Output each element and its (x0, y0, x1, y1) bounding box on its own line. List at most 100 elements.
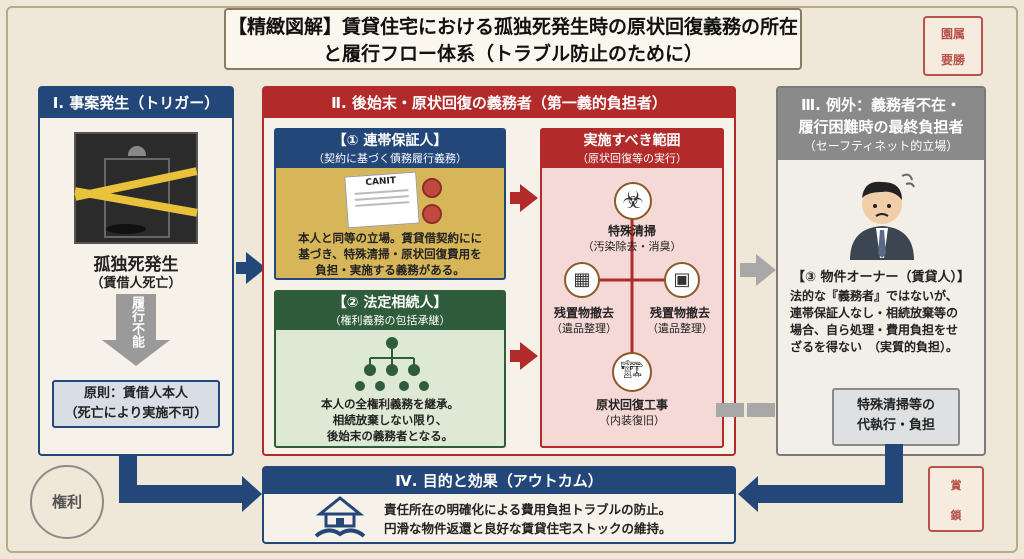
restoration-subtitle: （内装復旧） (599, 414, 665, 427)
arrow-heir-to-scope-head (520, 342, 538, 370)
owner-text-line: 連帯保証人なし・相続放棄等の (790, 306, 959, 320)
restoration-title: 原状回復工事 (595, 398, 668, 412)
principle-line-1: 原則：賃借人本人 (83, 386, 188, 401)
outcome-line-1: 責任所在の明確化による費用負担トラブルの防止。 (384, 502, 672, 517)
panel-exception-header: Ⅲ. 例外：義務者不在・ 履行困難時の最終負担者 （セーフティネット的立場） (778, 88, 984, 160)
exec-line-2: 代執行・負担 (856, 418, 935, 433)
seal-stamp-icon (422, 178, 442, 198)
owner-text-line: 法的な『義務者』ではないが、 (790, 289, 958, 303)
removal-left-subtitle: （遺品整理） (551, 322, 617, 335)
guarantor-text-line: 負担・実施する義務がある。 (315, 263, 465, 277)
page-border (6, 6, 1018, 553)
guarantor-text-line: 基づき、特殊清掃・原状回復費用を (298, 247, 482, 261)
cleaning-title: 特殊清掃 (607, 224, 656, 238)
heir-text-line: 本人の全権利義務を継承。 (321, 397, 459, 411)
owner-title: 【③ 物件オーナー（賃貸人）】 (791, 270, 971, 285)
impossible-label: 履行不能 (129, 296, 144, 348)
arrow-guarantor-to-scope (510, 192, 522, 204)
cleaning-label: 特殊清掃 （汚染除去・消臭） (572, 224, 692, 254)
removal-right-label: 残置物撤去 （遺品整理） (638, 306, 722, 336)
seal-stamp-icon (422, 204, 442, 224)
seal-char: 属 (953, 27, 966, 41)
silhouette-icon (106, 224, 146, 234)
guarantor-header: 【① 連帯保証人】 （契約に基づく債務履行義務） (276, 130, 504, 168)
contract-document-icon: CANIT (344, 171, 420, 229)
biohazard-icon: ☣ (614, 182, 652, 220)
owner-person-icon (850, 173, 915, 260)
seal-top-right: 園属 要勝 (923, 16, 983, 76)
removal-right-subtitle: （遺品整理） (647, 322, 713, 335)
scope-card: 実施すべき範囲 （原状回復等の実行） ☣ 特殊清掃 （汚染除去・消臭） ▦ ▣ … (540, 128, 724, 448)
heir-title: 【② 法定相続人】 (332, 295, 448, 311)
seal-char: 要 (940, 53, 953, 67)
panel-obligors: Ⅱ. 後始末・原状回復の義務者（第一義的負担者） 【① 連帯保証人】 （契約に基… (262, 86, 736, 456)
seal-char: 賞 (950, 479, 962, 492)
panel-trigger: Ⅰ. 事案発生（トリガー） 孤独死発生 （賃借人死亡） 履行不能 原則：賃借人本… (38, 86, 234, 456)
exception-header-sub: （セーフティネット的立場） (803, 139, 959, 153)
seal-text: 権利 (51, 493, 82, 511)
crane-icon: 🏗 (612, 352, 652, 392)
arrow-to-panel3-head (756, 254, 776, 286)
house-handshake-icon (314, 496, 366, 538)
heir-text-line: 後始末の義務者となる。 (326, 429, 454, 443)
diagram-title: 【精緻図解】賃貸住宅における孤独死発生時の原状回復義務の所在 と履行フロー体系（… (224, 8, 802, 70)
arrow-exec-to-outcome (738, 444, 903, 512)
guarantor-subtitle: （契約に基づく債務履行義務） (313, 152, 467, 165)
seal-char: 園 (940, 27, 953, 41)
lamp-icon (128, 146, 146, 156)
arrow-to-panel2-body (236, 262, 248, 274)
contract-label: CANIT (365, 175, 397, 189)
owner-text-line: ざるを得ない （実質的負担）。 (790, 340, 959, 354)
heir-card: 【② 法定相続人】 （権利義務の包括承継） 本人の全権利義務を継承。 相続放棄し… (274, 290, 506, 448)
arrow-guarantor-to-scope-head (520, 184, 538, 212)
down-arrow-body (116, 294, 156, 342)
outcome-text: 責任所在の明確化による費用負担トラブルの防止。 円滑な物件返還と良好な賃貸住宅ス… (384, 500, 734, 538)
owner-text-line: 場合、自ら処理・費用負担をせ (790, 323, 959, 337)
heir-header: 【② 法定相続人】 （権利義務の包括承継） (276, 292, 504, 330)
panel-outcome-header: Ⅳ. 目的と効果（アウトカム） (264, 468, 734, 494)
scene-illustration (74, 132, 198, 244)
box-icon: ▣ (664, 262, 700, 298)
scope-header: 実施すべき範囲 （原状回復等の実行） (542, 130, 722, 168)
principle-box: 原則：賃借人本人 （死亡により実施不可） (52, 380, 220, 428)
down-arrow-head-icon (102, 340, 170, 366)
panel-obligors-header: Ⅱ. 後始末・原状回復の義務者（第一義的負担者） (264, 88, 734, 118)
heir-text: 本人の全権利義務を継承。 相続放棄しない限り、 後始末の義務者となる。 (276, 396, 504, 444)
seal-bottom-left: 権利 (30, 465, 104, 539)
scope-title: 実施すべき範囲 (583, 133, 681, 149)
title-line-1: 【精緻図解】賃貸住宅における孤独死発生時の原状回復義務の所在 (227, 16, 798, 38)
seal-char: 鎖 (950, 509, 962, 522)
seal-bottom-right: 賞 鎖 (928, 466, 984, 532)
outcome-line-2: 円滑な物件返還と良好な賃貸住宅ストックの維持。 (384, 521, 672, 536)
exec-line-1: 特殊清掃等の (856, 398, 935, 413)
event-subtitle: （賃借人死亡） (90, 276, 182, 291)
title-line-2: と履行フロー体系（トラブル防止のために） (322, 43, 703, 65)
cleaning-subtitle: （汚染除去・消臭） (582, 240, 682, 253)
removal-left-title: 残置物撤去 (553, 306, 614, 320)
removal-right-title: 残置物撤去 (649, 306, 710, 320)
seal-char: 勝 (953, 53, 966, 67)
panel-trigger-header: Ⅰ. 事案発生（トリガー） (40, 88, 232, 118)
exception-header-line-1: Ⅲ. 例外：義務者不在・ (800, 96, 962, 114)
heir-text-line: 相続放棄しない限り、 (332, 413, 448, 427)
guarantor-title: 【① 連帯保証人】 (332, 133, 448, 149)
guarantor-card: 【① 連帯保証人】 （契約に基づく債務履行義務） CANIT 本人と同等の立場。… (274, 128, 506, 280)
removal-left-label: 残置物撤去 （遺品整理） (542, 306, 626, 336)
arrow-to-panel3-body (740, 263, 756, 277)
owner-text: 法的な『義務者』ではないが、 連帯保証人なし・相続放棄等の 場合、自ら処理・費用… (790, 288, 978, 356)
event-title: 孤独死発生 (93, 255, 179, 275)
arrow-heir-to-scope (510, 350, 522, 362)
boxes-icon: ▦ (564, 262, 600, 298)
arrow-to-panel2-head (246, 252, 266, 284)
panel-outcome: Ⅳ. 目的と効果（アウトカム） 責任所在の明確化による費用負担トラブルの防止。 … (262, 466, 736, 544)
principle-line-2: （死亡により実施不可） (64, 406, 208, 421)
scope-subtitle: （原状回復等の実行） (577, 152, 687, 165)
exception-header-line-2: 履行困難時の最終負担者 (798, 118, 964, 136)
heir-subtitle: （権利義務の包括承継） (329, 314, 451, 327)
guarantor-text: 本人と同等の立場。賃貸借契約にに 基づき、特殊清掃・原状回復費用を 負担・実施す… (276, 230, 504, 278)
restoration-label: 原状回復工事 （内装復旧） (572, 398, 692, 428)
guarantor-text-line: 本人と同等の立場。賃貸借契約にに (298, 231, 482, 245)
family-tree-icon (355, 337, 429, 391)
proxy-execution-box: 特殊清掃等の 代執行・負担 (832, 388, 960, 446)
arrow-principle-to-outcome (119, 456, 262, 512)
